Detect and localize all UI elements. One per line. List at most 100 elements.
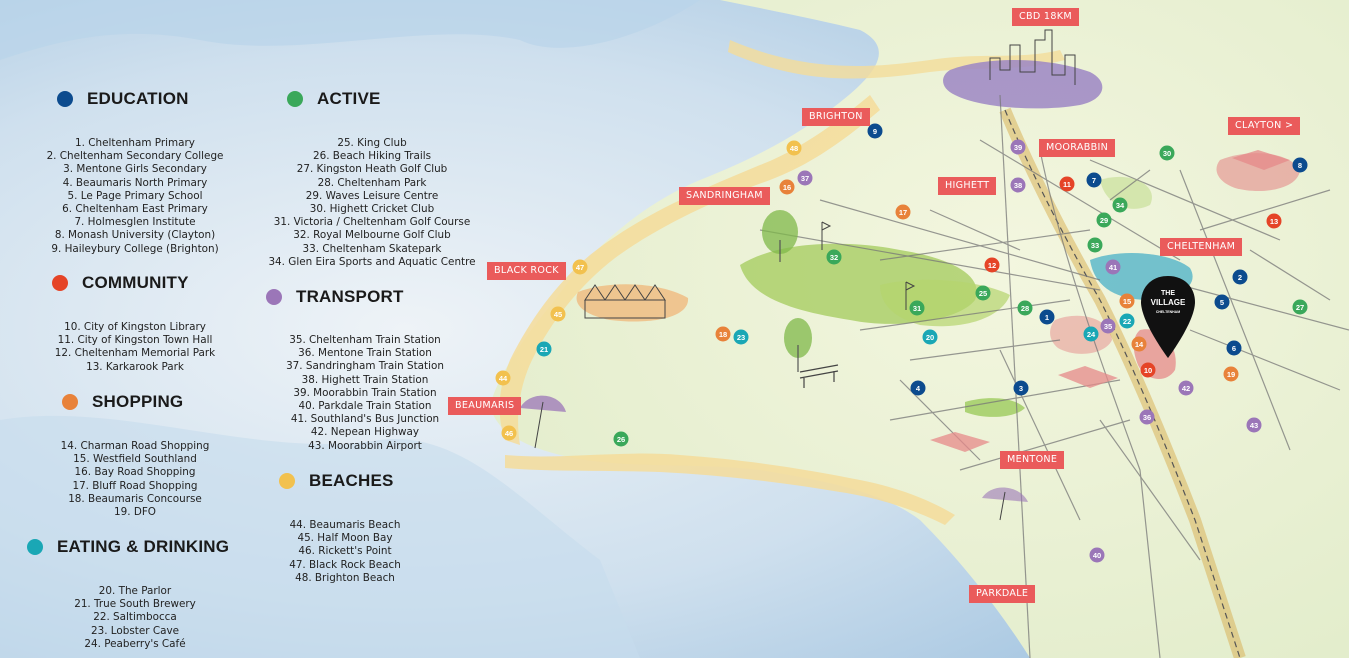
map-marker-39[interactable]: 39 (1010, 139, 1026, 155)
marker-number: 23 (737, 333, 745, 342)
marker-number: 1 (1045, 313, 1049, 322)
map-marker-45[interactable]: 45 (550, 306, 566, 322)
place-label-moorabbin: MOORABBIN (1039, 139, 1116, 157)
marker-dot-icon (909, 300, 925, 316)
map-marker-6[interactable]: 6 (1226, 340, 1242, 356)
tree-sketch-2 (784, 318, 812, 372)
beach-huts-sketch (584, 284, 666, 319)
legend-item: 34. Glen Eira Sports and Aquatic Centre (268, 255, 476, 268)
village-line1: THE (1161, 290, 1175, 297)
map-marker-2[interactable]: 2 (1232, 269, 1248, 285)
legend-heading-transport: TRANSPORT (266, 287, 404, 307)
map-marker-40[interactable]: 40 (1089, 547, 1105, 563)
legend-item: 47. Black Rock Beach (289, 558, 401, 571)
marker-number: 20 (926, 333, 934, 342)
transport-dot-icon (266, 289, 282, 305)
map-marker-26[interactable]: 26 (613, 431, 629, 447)
marker-number: 37 (801, 174, 809, 183)
map-marker-3[interactable]: 3 (1013, 380, 1029, 396)
map-marker-4[interactable]: 4 (910, 380, 926, 396)
map-marker-33[interactable]: 33 (1087, 237, 1103, 253)
marker-number: 40 (1093, 551, 1101, 560)
map-marker-30[interactable]: 30 (1159, 145, 1175, 161)
legend-item: 31. Victoria / Cheltenham Golf Course (273, 216, 471, 229)
map-marker-12[interactable]: 12 (984, 257, 1000, 273)
marker-dot-icon (910, 380, 926, 396)
map-marker-5[interactable]: 5 (1214, 294, 1230, 310)
map-marker-18[interactable]: 18 (715, 326, 731, 342)
map-marker-24[interactable]: 24 (1083, 326, 1099, 342)
map-marker-1[interactable]: 1 (1039, 309, 1055, 325)
the-village-pin[interactable]: THE VILLAGE CHELTENHAM (1141, 276, 1195, 358)
legend-heading-beaches: BEACHES (279, 471, 394, 491)
legend-heading-shopping: SHOPPING (62, 392, 183, 412)
map-marker-22[interactable]: 22 (1119, 313, 1135, 329)
village-line3: CHELTENHAM (1156, 310, 1180, 314)
marker-dot-icon (984, 257, 1000, 273)
map-marker-38[interactable]: 38 (1010, 177, 1026, 193)
map-marker-42[interactable]: 42 (1178, 380, 1194, 396)
map-marker-13[interactable]: 13 (1266, 213, 1282, 229)
place-label-black-rock: BLACK ROCK (487, 262, 566, 280)
map-marker-23[interactable]: 23 (733, 329, 749, 345)
map-marker-34[interactable]: 34 (1112, 197, 1128, 213)
marker-number: 43 (1250, 421, 1258, 430)
map-marker-19[interactable]: 19 (1223, 366, 1239, 382)
legend-item: 38. Highett Train Station (301, 373, 429, 386)
map-marker-14[interactable]: 14 (1131, 336, 1147, 352)
map-marker-20[interactable]: 20 (922, 329, 938, 345)
legend-item: 37. Sandringham Train Station (286, 360, 444, 373)
map-marker-35[interactable]: 35 (1100, 318, 1116, 334)
marker-number: 31 (913, 304, 921, 313)
legend-item: 18. Beaumaris Concourse (68, 492, 202, 505)
marker-number: 12 (988, 261, 996, 270)
legend-item: 40. Parkdale Train Station (298, 400, 432, 413)
map-marker-7[interactable]: 7 (1086, 172, 1102, 188)
map-marker-43[interactable]: 43 (1246, 417, 1262, 433)
marker-number: 18 (719, 330, 727, 339)
marker-dot-icon (572, 259, 588, 275)
umbrella-sketch-1 (520, 395, 566, 449)
map-marker-11[interactable]: 11 (1059, 176, 1075, 192)
map-marker-47[interactable]: 47 (572, 259, 588, 275)
sea-wash-2 (0, 415, 640, 658)
marker-dot-icon (1119, 293, 1135, 309)
map-marker-25[interactable]: 25 (975, 285, 991, 301)
marker-dot-icon (1010, 177, 1026, 193)
active-dot-icon (287, 91, 303, 107)
map-marker-32[interactable]: 32 (826, 249, 842, 265)
golf-flag-1 (821, 221, 832, 250)
legend-title-community: COMMUNITY (82, 273, 189, 292)
marker-number: 36 (1143, 413, 1151, 422)
map-marker-16[interactable]: 16 (779, 179, 795, 195)
map-marker-17[interactable]: 17 (895, 204, 911, 220)
legend-item: 12. Cheltenham Memorial Park (54, 347, 216, 360)
map-marker-28[interactable]: 28 (1017, 300, 1033, 316)
marker-number: 27 (1296, 303, 1304, 312)
legend-item: 42. Nepean Highway (310, 426, 420, 439)
map-marker-48[interactable]: 48 (786, 140, 802, 156)
legend-item: 48. Brighton Beach (295, 571, 395, 584)
map-marker-36[interactable]: 36 (1139, 409, 1155, 425)
map-marker-44[interactable]: 44 (495, 370, 511, 386)
place-label-clayton: CLAYTON > (1228, 117, 1301, 135)
map-marker-37[interactable]: 37 (797, 170, 813, 186)
map-marker-21[interactable]: 21 (536, 341, 552, 357)
map-marker-15[interactable]: 15 (1119, 293, 1135, 309)
map-marker-41[interactable]: 41 (1105, 259, 1121, 275)
map-marker-27[interactable]: 27 (1292, 299, 1308, 315)
map-marker-8[interactable]: 8 (1292, 157, 1308, 173)
marker-dot-icon (1083, 326, 1099, 342)
legend-item: 24. Peaberry's Café (84, 637, 186, 650)
marker-number: 44 (499, 374, 508, 383)
map-marker-46[interactable]: 46 (501, 425, 517, 441)
map-marker-29[interactable]: 29 (1096, 212, 1112, 228)
marker-number: 30 (1163, 149, 1171, 158)
map-marker-10[interactable]: 10 (1140, 362, 1156, 378)
map-marker-31[interactable]: 31 (909, 300, 925, 316)
marker-dot-icon (786, 140, 802, 156)
place-label-parkdale: PARKDALE (969, 585, 1036, 603)
map-marker-9[interactable]: 9 (867, 123, 883, 139)
legend-item: 2. Cheltenham Secondary College (46, 150, 224, 163)
marker-dot-icon (1226, 340, 1242, 356)
